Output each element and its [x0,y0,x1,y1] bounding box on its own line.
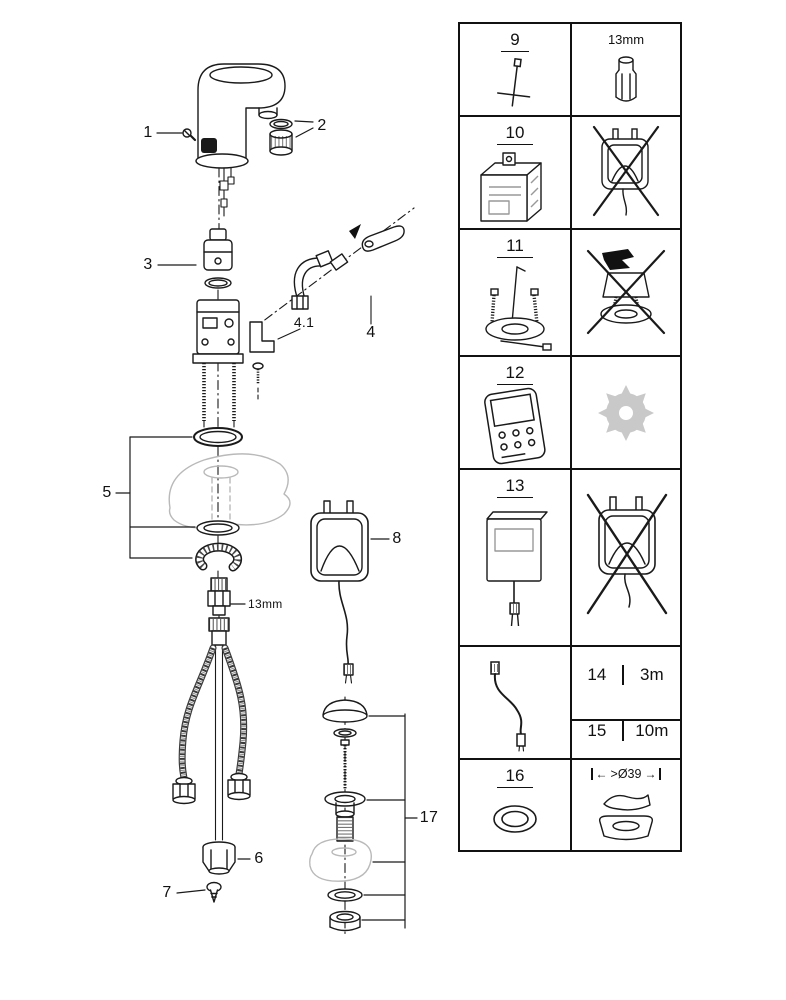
callout-8: 8 [392,530,402,547]
min-diameter-label: >Ø39 [610,767,642,781]
parts-table-cell-cable [460,645,570,758]
parts-table-cell-diameter: ← >Ø39 → [570,758,680,850]
supply-hoses-drawing [172,617,251,841]
shank-13mm-drawing [207,577,231,616]
cable-15-length: 10m [621,719,680,742]
callout-5: 5 [102,484,112,501]
socket-bit-icon [615,55,637,102]
part-number-10: 10 [496,124,534,145]
parts-table-cell-no-wrench [570,228,680,355]
part-3-solenoid-drawing [203,228,233,289]
part-8-power-adapter-drawing [310,500,369,684]
mounting-bracket-icon [598,794,654,841]
mounting-tool-icon [485,265,552,351]
parts-table-cell-9: 9 [460,24,570,115]
callout-leader-lines [115,120,418,929]
part-number-12: 12 [496,364,534,385]
parts-table-cell-12: 12 [460,355,570,468]
remote-control-icon [484,387,546,464]
extension-cable-icon [490,660,526,752]
parts-table-cell-16: 16 [460,758,570,850]
insert-arrow-icon [349,224,361,239]
parts-table: 9 13mm [458,22,682,852]
part-2-aerator-drawing [269,118,293,156]
dimension-arrow-right-icon: → [644,767,657,782]
parts-table-cell-13mm-bit: 13mm [570,24,680,115]
callout-4-1: 4.1 [293,314,315,330]
dimension-tick-left [591,768,593,781]
part-number-11: 11 [497,237,533,258]
battery-pack-icon [486,510,548,626]
part-17-drain-set-drawing [309,699,372,932]
crossed-power-adapter-icon [592,125,660,216]
part-5-seals-drawing [193,427,243,572]
faucet-body-drawing [195,63,286,169]
callout-3: 3 [143,256,153,273]
callout-6: 6 [254,850,264,867]
sensor-window [201,138,217,153]
part-number-9: 9 [501,31,529,52]
parts-table-cell-settings [570,355,680,468]
part-4-handle-assembly-drawing [291,224,405,325]
parts-table-cell-11: 11 [460,228,570,355]
part-1-screw-drawing [182,128,197,142]
crossed-power-adapter-icon [586,493,668,614]
min-diameter-dimension: ← >Ø39 → [591,768,661,781]
dimension-tick-right [659,768,661,781]
part-6-nut-drawing [202,841,236,875]
part-number-13: 13 [496,477,534,498]
cable-length-cell: 14 3m 15 10m [570,645,680,758]
parts-table-cell-no-adapter-2 [570,468,680,645]
cable-14-number: 14 [587,664,607,684]
battery-box-icon [480,151,542,222]
part-number-16: 16 [496,767,534,788]
dimension-arrow-left-icon: ← [595,767,608,782]
callout-7: 7 [162,884,172,901]
parts-table-cell-10: 10 [460,115,570,228]
bit-size-label: 13mm [607,32,645,47]
service-tool-icon [497,57,531,107]
part-4-1-clip-drawing [249,321,301,401]
part-7-screw-drawing [206,881,222,903]
parts-table-cell-no-adapter [570,115,680,228]
callout-1: 1 [143,124,153,141]
callout-4: 4 [366,324,376,341]
cable-15-number: 15 [572,719,622,741]
parts-table-cell-13: 13 [460,468,570,645]
cable-14-length: 3m [621,664,680,685]
gear-icon [598,384,654,441]
o-ring-icon [493,805,537,833]
control-unit-drawing [192,299,244,428]
crossed-wrench-install-icon [586,248,666,334]
callout-13mm: 13mm [248,597,283,611]
callout-2: 2 [317,117,327,134]
callout-17: 17 [419,809,439,826]
washbasin-cutaway-drawing [168,453,291,529]
sensor-cable-drawing [219,167,235,217]
